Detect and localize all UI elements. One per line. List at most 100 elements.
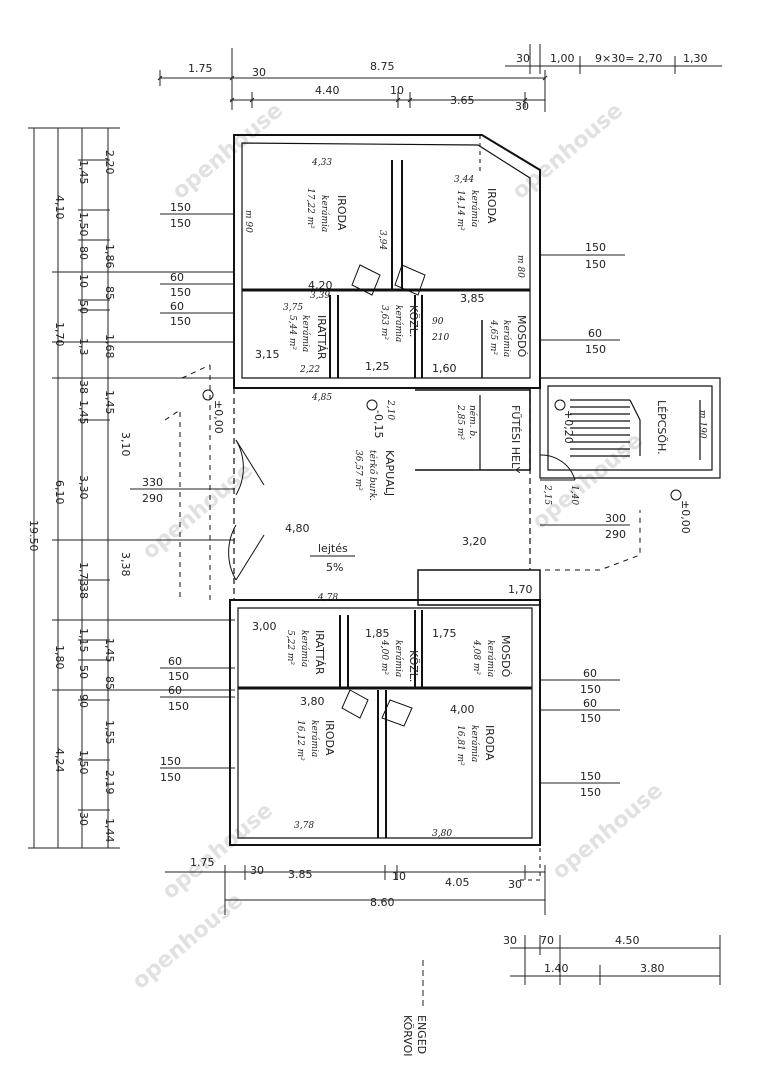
inner-dim: 3,80 [300, 695, 325, 708]
room-futesi-hely: FŰTÉSI HELY ném. b. 2,85 m² [455, 404, 523, 474]
room-floor: kerámia [501, 320, 512, 357]
room-name: FŰTÉSI HELY [509, 405, 523, 474]
room-mosdo-1: MOSDÓ kerámia 4,65 m² [488, 315, 528, 358]
room-area: 16,12 m² [295, 720, 305, 761]
window-height: 150 [580, 786, 601, 799]
level-mark: ±0,00 [679, 500, 692, 534]
dim-segment: 70 [540, 934, 554, 947]
dim-segment: 38 [77, 380, 90, 394]
dim-segment: 10 [392, 870, 406, 883]
dim-segment: 30 [250, 864, 264, 877]
watermark-text: openhouse [168, 98, 288, 205]
small-dim: 1,40 [569, 485, 579, 505]
room-floor: kerámia [393, 305, 404, 342]
inner-dim: 4,80 [285, 522, 310, 535]
stair-dimensions [505, 44, 722, 74]
window-height: 150 [168, 700, 189, 713]
dim-segment: 30 [503, 934, 517, 947]
window-height: 150 [580, 712, 601, 725]
inner-dim: 4,20 [308, 279, 333, 292]
inner-dim: 1,70 [508, 583, 533, 596]
room-name: IRODA [323, 720, 336, 756]
left-dimension-lines [28, 127, 235, 849]
stair-dim: 9×30= 2,70 [595, 52, 662, 65]
bottom-dimensions [165, 865, 721, 1010]
dim-segment: 2,20 [103, 150, 116, 175]
dim-segment: 1,3 [77, 338, 90, 356]
dim-segment: 50 [77, 665, 90, 679]
room-floor: kerámia [299, 630, 310, 667]
level-mark: -0,15 [372, 410, 385, 438]
window-width: 300 [605, 512, 626, 525]
window-labels-left [130, 213, 235, 769]
window-width: 60 [168, 684, 182, 697]
window-width: 60 [583, 667, 597, 680]
inner-dim: 3,00 [252, 620, 277, 633]
room-floor: kerámia [300, 315, 311, 352]
window-width: 60 [170, 300, 184, 313]
small-dim: 2,22 [299, 365, 320, 375]
dim-segment: 1.40 [544, 962, 569, 975]
dim-segment: 3,38 [119, 552, 132, 577]
dim-segment: 90 [77, 694, 90, 708]
room-area: 4,65 m² [488, 319, 498, 355]
small-dim: 3,94 [377, 230, 387, 250]
bottom-label: ENGED [415, 1015, 428, 1054]
room-floor: kerámia [469, 725, 480, 762]
level-markers [202, 389, 682, 501]
small-dim: 4,78 [317, 593, 338, 603]
dim-segment: 4.05 [445, 876, 470, 889]
room-floor: kerámia [309, 720, 320, 757]
small-dim: 4,33 [311, 158, 332, 168]
dim-segment: 50 [77, 300, 90, 314]
dim-segment: 80 [77, 246, 90, 260]
window-width: 330 [142, 476, 163, 489]
room-name: IRATTÁR [313, 630, 326, 675]
small-dim: 210 [431, 333, 449, 343]
slope-value: 5% [326, 561, 343, 574]
left-outer-dims: 4,10 1,70 3,10 6,10 3,38 1,80 4,24 [53, 195, 132, 773]
window-width: 150 [170, 201, 191, 214]
small-dim: m 80 [515, 255, 525, 278]
window-width: 60 [168, 655, 182, 668]
room-area: 4,00 m² [379, 639, 389, 675]
small-dim: 3,75 [283, 303, 303, 313]
dim-segment: 85 [103, 286, 116, 300]
room-name: IRODA [483, 725, 496, 761]
dim-segment: 1,50 [77, 212, 90, 237]
stair-dim: 1,30 [683, 52, 708, 65]
inner-dim: 4,00 [450, 703, 475, 716]
window-height: 150 [168, 670, 189, 683]
window-width: 150 [160, 755, 181, 768]
dim-segment: 4,10 [53, 195, 66, 220]
dim-segment: 1,68 [103, 334, 116, 359]
room-iroda-2: IRODA kerámia 14,14 m² [455, 188, 498, 231]
inner-dim: 3,20 [462, 535, 487, 548]
stairwell [539, 377, 721, 479]
window-width: 60 [583, 697, 597, 710]
window-height: 150 [585, 258, 606, 271]
room-mosdo-2: MOSDÓ kerámia 4,08 m² [471, 635, 512, 678]
dim-segment: 1,45 [103, 390, 116, 415]
room-area: 17,22 m² [305, 188, 315, 229]
inner-dim: 1,60 [432, 362, 457, 375]
room-name: IRODA [335, 195, 348, 231]
dim-segment: 3.80 [640, 962, 665, 975]
room-area: 3,63 m² [379, 305, 389, 340]
room-area: 5,22 m² [285, 630, 295, 665]
room-area: 16,81 m² [455, 725, 465, 766]
level-mark: ±0,00 [212, 400, 225, 434]
window-labels-right [540, 254, 630, 784]
dim-segment: 1,55 [103, 720, 116, 745]
dim-segment: 6,10 [53, 480, 66, 505]
dim-segment: 1,73 [77, 562, 90, 587]
window-width: 60 [588, 327, 602, 340]
small-dims: 4,33 3,39 3,94 3,44 3,75 2,22 4,85 4,78 … [243, 158, 707, 839]
small-dim: 4,85 [311, 393, 332, 403]
dim-segment: 1,45 [77, 160, 90, 185]
dim-segment: 85 [103, 676, 116, 690]
room-kozl-2: KÖZL. kerámia 4,00 m² [379, 639, 420, 682]
inner-dim: 3,15 [255, 348, 280, 361]
room-floor: térkő burk. [367, 450, 378, 501]
room-iroda-3: IRODA kerámia 16,12 m² [295, 720, 336, 761]
